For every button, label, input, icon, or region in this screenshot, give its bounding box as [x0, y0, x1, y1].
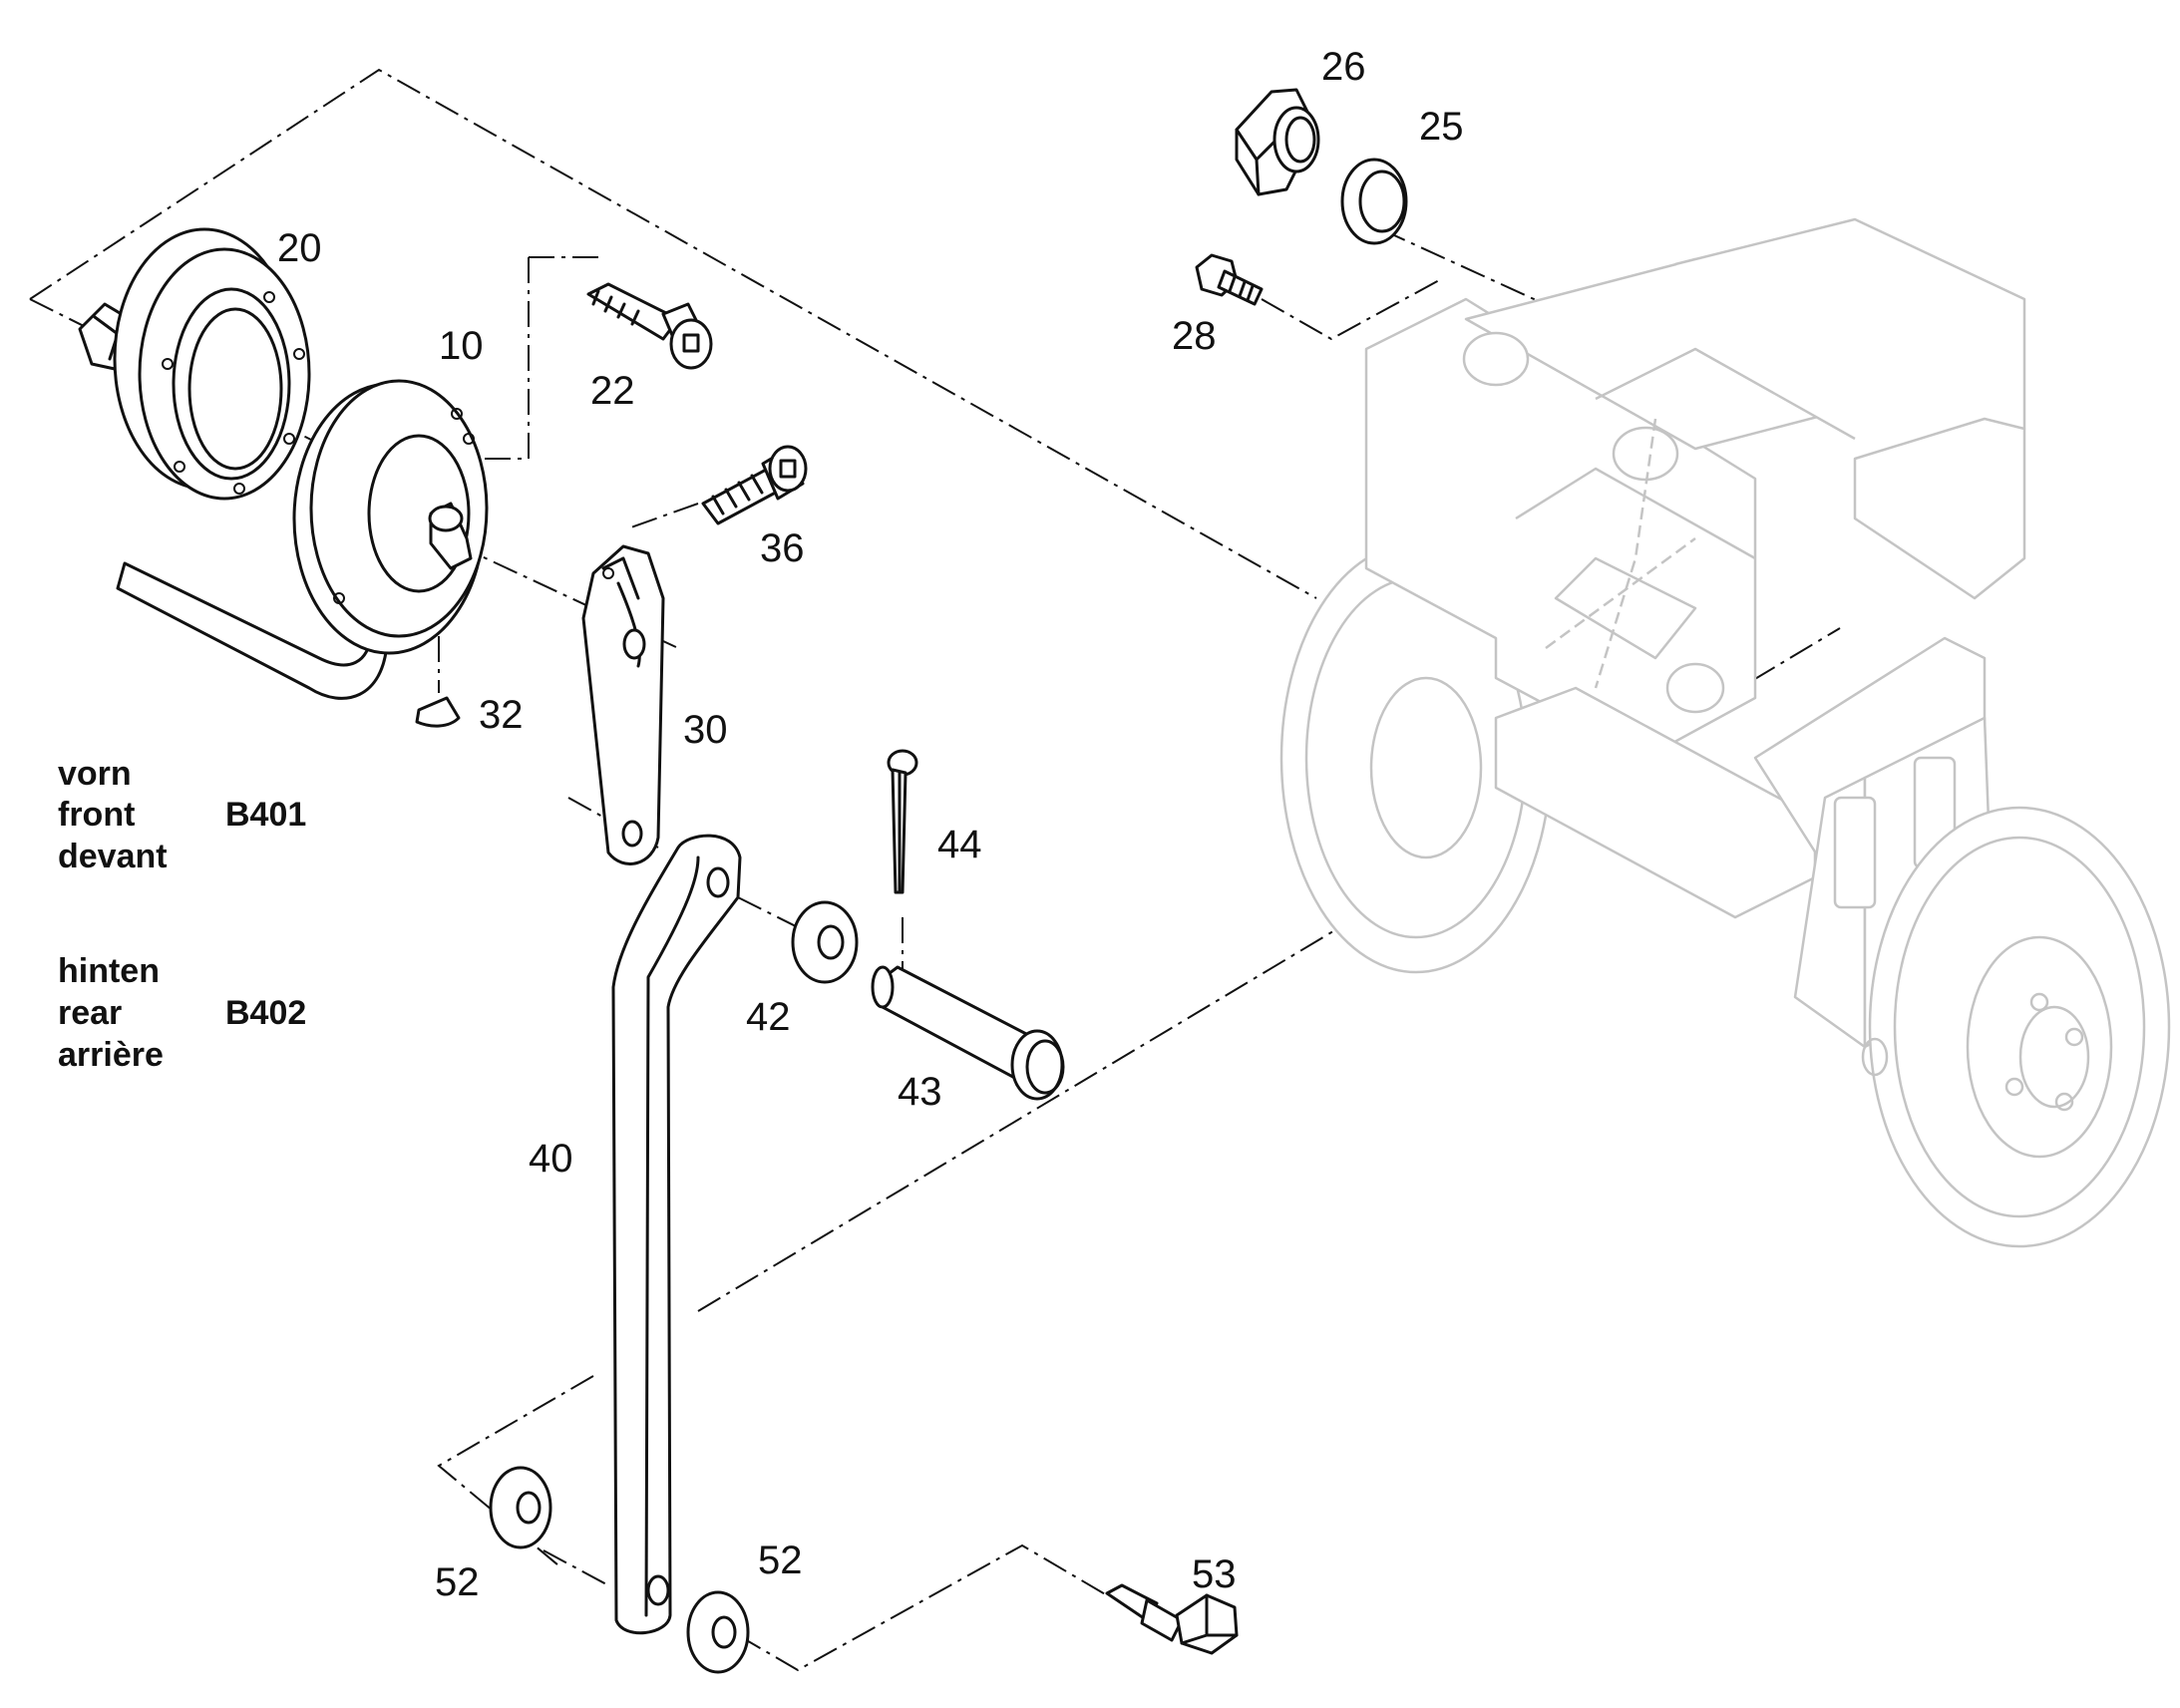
- callout-26: 26: [1321, 45, 1366, 89]
- split-pin-44: [887, 749, 918, 894]
- callout-10: 10: [439, 324, 484, 368]
- callout-25: 25: [1419, 105, 1464, 149]
- clamp-lever-30: [581, 544, 665, 865]
- legend-front-de: vorn: [58, 755, 132, 793]
- callout-44: 44: [937, 823, 982, 866]
- washer-42: [791, 900, 859, 984]
- callout-53: 53: [1192, 1552, 1237, 1596]
- key-32: [415, 696, 461, 728]
- hex-bolt-28: [1195, 253, 1264, 306]
- speed-sensor-10: [116, 379, 489, 700]
- washer-52-left: [489, 1466, 552, 1549]
- callout-52-right: 52: [758, 1538, 803, 1582]
- legend-front-en: front: [58, 796, 135, 834]
- shoulder-bolt-53: [1105, 1583, 1239, 1655]
- legend-rear-fr: arrière: [58, 1036, 164, 1074]
- legend-rear-code: B402: [225, 994, 306, 1032]
- callout-36: 36: [760, 526, 805, 570]
- sensor-flange-20: [78, 227, 311, 501]
- screw-36: [701, 445, 808, 525]
- legend-rear-en: rear: [58, 994, 122, 1032]
- clevis-pin-43: [871, 965, 1065, 1101]
- washer-52-right: [686, 1590, 750, 1674]
- callout-42: 42: [746, 995, 791, 1039]
- washer-25: [1340, 158, 1408, 245]
- callout-numbers: 20 10 22 36 32 30 44 42 43 40 52 52 53 2…: [277, 45, 1464, 1604]
- callout-20: 20: [277, 226, 322, 270]
- callout-32: 32: [479, 693, 524, 737]
- bogie-frame-outline: [1279, 217, 2171, 1248]
- legend-front-fr: devant: [58, 838, 168, 875]
- callout-28: 28: [1172, 314, 1217, 358]
- callout-22: 22: [590, 369, 635, 413]
- screw-22: [586, 282, 713, 370]
- legend-front-code: B401: [225, 796, 306, 834]
- connecting-rod-40: [611, 834, 742, 1635]
- callout-40: 40: [529, 1137, 573, 1181]
- hex-nut-26: [1235, 88, 1320, 196]
- legend-rear-de: hinten: [58, 952, 160, 990]
- callout-52-left: 52: [435, 1560, 480, 1604]
- callout-30: 30: [683, 708, 728, 752]
- position-legend: vorn front devant B401 hinten rear arriè…: [58, 755, 306, 1074]
- callout-43: 43: [898, 1070, 942, 1114]
